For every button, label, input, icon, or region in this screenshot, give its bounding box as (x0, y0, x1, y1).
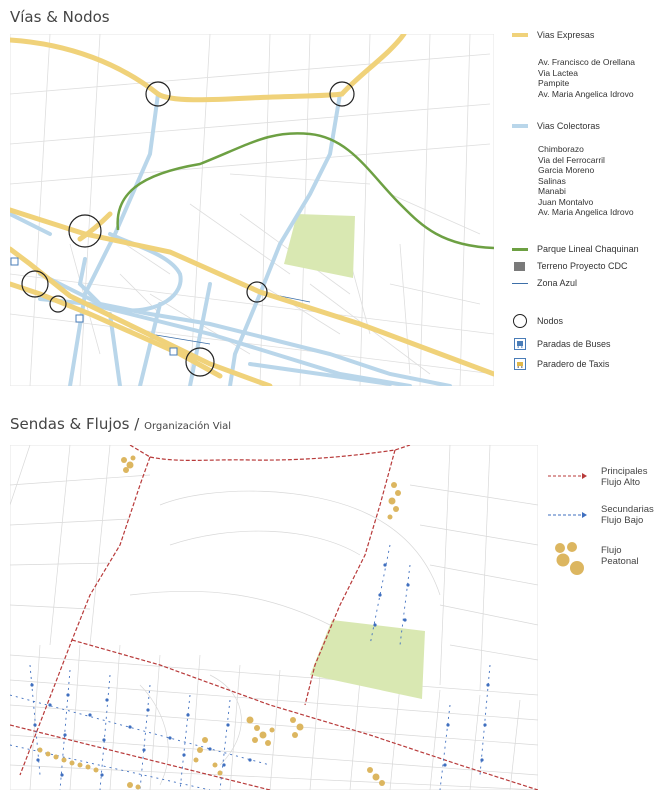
taxi-stand-icon (514, 358, 526, 370)
secondary-flow-arrows (30, 563, 490, 777)
nodo-marker (246, 281, 268, 303)
colectoras-item: Chimborazo (538, 144, 584, 154)
terreno-swatch (514, 261, 525, 271)
nodo-marker (329, 81, 355, 107)
vias-nodos-title: Vías & Nodos (10, 8, 110, 26)
bus-stop-icon (10, 257, 19, 266)
colectoras-item: Via del Ferrocarril (538, 154, 605, 165)
colectoras-swatch (512, 124, 528, 128)
nodo-marker (185, 347, 215, 377)
street-grid (10, 445, 538, 790)
nodo-marker (21, 270, 49, 298)
flujo-secundario (10, 544, 491, 790)
legend-parque-label: Parque Lineal Chaquinan (537, 244, 639, 254)
legend-nodos: Nodos (513, 314, 563, 328)
sendas-flujos-title: Sendas & Flujos / Organización Vial (10, 415, 231, 433)
colectoras-item: Salinas (538, 175, 566, 186)
legend-zona-azul: Zona Azul (512, 278, 577, 288)
bus-stop-icon (514, 338, 526, 350)
legend-expresas-items: Av. Francisco de Orellana Via Lactea Pam… (538, 57, 635, 99)
colectoras-item: Av. Maria Angelica Idrovo (538, 207, 634, 217)
peatonal-sublabel: Peatonal (601, 556, 639, 567)
legend-parque: Parque Lineal Chaquinan (512, 244, 639, 254)
vias-nodos-map[interactable] (10, 34, 494, 386)
sendas-subtitle: Organización Vial (144, 421, 232, 432)
expresas-item: Av. Francisco de Orellana (538, 57, 636, 67)
nodo-marker (49, 295, 67, 313)
legend-terreno-label: Terreno Proyecto CDC (537, 261, 628, 271)
colectoras-item: Juan Montalvo (538, 196, 594, 207)
legend-terreno: Terreno Proyecto CDC (512, 261, 628, 271)
secundarias-sublabel: Flujo Bajo (601, 515, 644, 526)
legend-colectoras-items: Chimborazo Via del Ferrocarril Garcia Mo… (538, 144, 634, 218)
pedestrian-dots-icon (555, 542, 584, 575)
terreno-green-area (310, 620, 425, 699)
legend-paradas-label: Paradas de Buses (537, 339, 611, 349)
terreno-green-area (284, 214, 355, 278)
nodos (21, 81, 355, 377)
colectoras-item: Garcia Moreno (538, 165, 595, 175)
expresas-item: Av. Maria Angelica Idrovo (538, 88, 634, 99)
zona-azul-swatch (512, 282, 528, 284)
bus-stop-icon (75, 314, 84, 323)
legend-secundarias: Secundarias Flujo Bajo (601, 504, 654, 526)
secundarias-label: Secundarias (601, 504, 654, 515)
legend-expresas: Vias Expresas (512, 30, 594, 40)
legend-peatonal: Flujo Peatonal (601, 545, 639, 567)
parque-swatch (512, 247, 528, 251)
legend-principales: Principales Flujo Alto (601, 466, 647, 488)
expresas-swatch (512, 33, 528, 37)
red-arrow-line-icon (548, 473, 587, 479)
paradas-de-buses (10, 257, 178, 356)
sendas-title-text: Sendas & Flujos (10, 415, 130, 433)
circle-outline-icon (513, 314, 527, 328)
nodo-marker (145, 81, 171, 107)
vias-expresas (10, 34, 494, 386)
nodo-marker (68, 214, 102, 248)
principales-label: Principales (601, 466, 648, 477)
legend-taxis: Paradero de Taxis (513, 358, 609, 370)
sendas-title-separator: / (129, 415, 145, 433)
parque-lineal-chaquinan (116, 132, 494, 250)
legend-taxis-label: Paradero de Taxis (537, 359, 610, 369)
legend-zona-label: Zona Azul (537, 278, 578, 288)
flujo-principal (10, 445, 538, 790)
flujo-peatonal (37, 455, 401, 790)
principales-sublabel: Flujo Alto (601, 477, 641, 488)
expresas-item: Via Lactea (538, 67, 579, 78)
blue-arrow-line-icon (548, 512, 587, 518)
legend-paradas: Paradas de Buses (513, 338, 611, 350)
peatonal-label: Flujo (601, 545, 622, 556)
bus-stop-icon (169, 347, 178, 356)
legend-colectoras-label: Vias Colectoras (537, 121, 600, 131)
vias-colectoras (10, 92, 452, 386)
legend-expresas-label: Vias Expresas (537, 30, 595, 40)
legend-nodos-label: Nodos (537, 316, 564, 326)
colectoras-item: Manabi (538, 186, 566, 196)
expresas-item: Pampite (538, 78, 570, 88)
legend-colectoras: Vias Colectoras (512, 121, 600, 131)
sendas-flujos-map[interactable] (10, 445, 538, 790)
